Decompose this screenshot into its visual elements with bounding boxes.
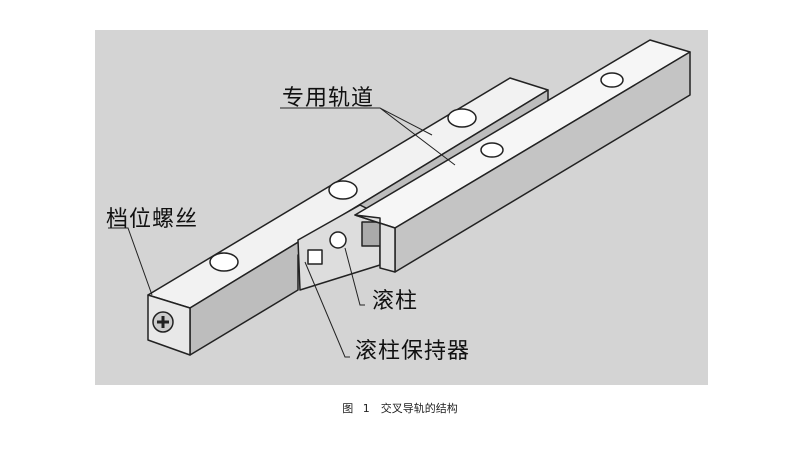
rail-right-top bbox=[354, 39, 691, 229]
label-roller: 滚柱 bbox=[372, 289, 419, 314]
label-rail: 专用轨道 bbox=[282, 86, 375, 111]
label-stop-screw: 档位螺丝 bbox=[106, 207, 199, 232]
label-roller-cage: 滚柱保持器 bbox=[355, 339, 471, 364]
figure-caption: 图 1 交叉导轨的结构 bbox=[342, 402, 458, 415]
